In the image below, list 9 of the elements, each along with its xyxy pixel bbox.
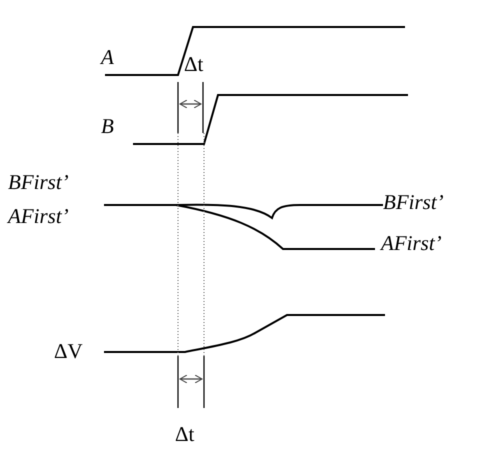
signal-label: ΔV (54, 339, 83, 363)
signal-label: AFirst’ (8, 204, 69, 228)
signal-label: B (101, 114, 114, 138)
signal-label: A (101, 45, 114, 69)
curve-label: BFirst’ (383, 190, 444, 214)
interval-label: Δt (184, 52, 204, 76)
curve-label: AFirst’ (381, 231, 442, 255)
signal-label: BFirst’ (8, 170, 69, 194)
interval-label: Δt (175, 422, 194, 446)
